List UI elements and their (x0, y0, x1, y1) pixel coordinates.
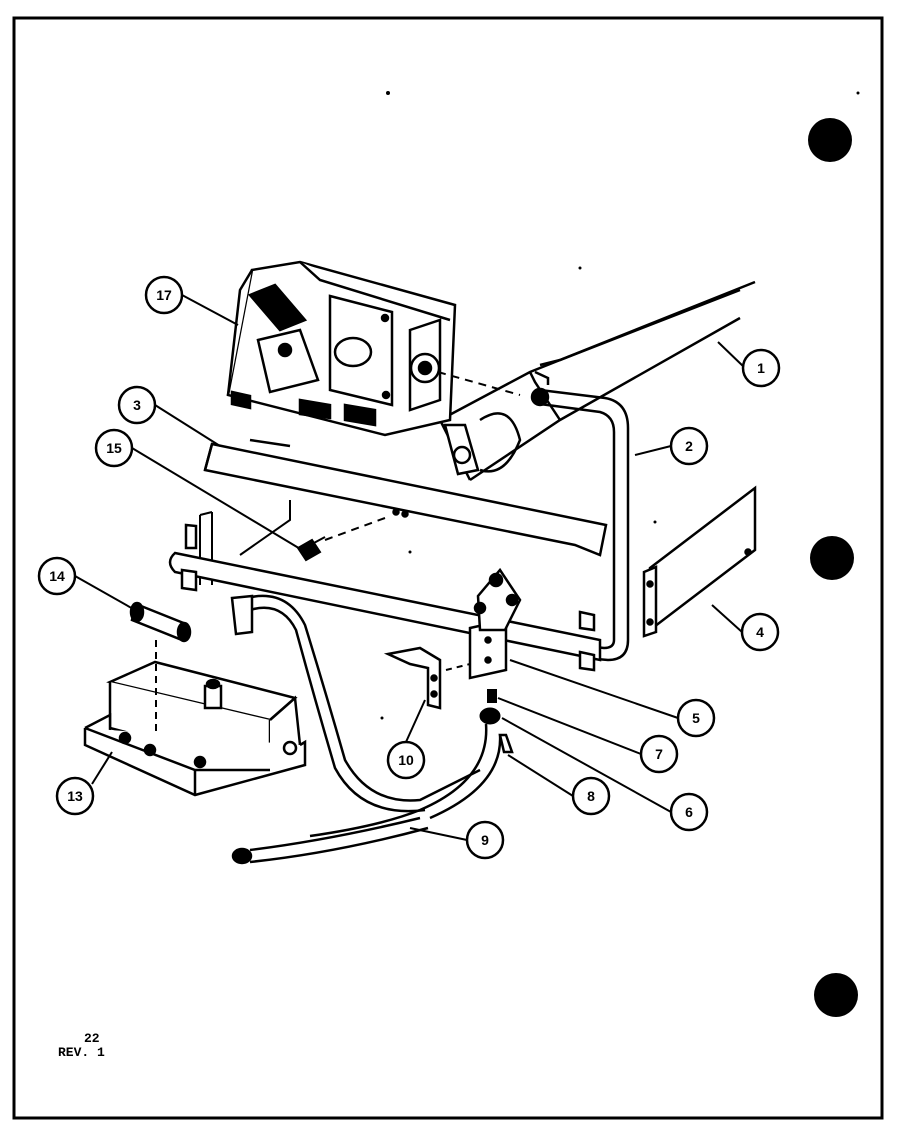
page-number: 22 (84, 1031, 100, 1046)
ink-dot (856, 91, 860, 95)
callout-label-10: 10 (398, 752, 414, 768)
callout-label-2: 2 (685, 438, 693, 454)
callout-8: 8 (571, 776, 611, 816)
leader-line-14 (74, 575, 136, 611)
callout-label-17: 17 (156, 287, 172, 303)
gas-valve-part (226, 260, 457, 437)
leader-line-15 (131, 447, 303, 551)
callout-17: 17 (144, 275, 184, 315)
binder-hole-top (808, 118, 852, 162)
leader-line-2 (634, 445, 672, 456)
manifold-pipe-part (530, 387, 630, 662)
callout-2: 2 (669, 426, 709, 466)
leader-line-9 (409, 827, 468, 841)
revision-label: REV. 1 (58, 1045, 105, 1060)
callout-label-14: 14 (49, 568, 65, 584)
leader-lines (74, 294, 746, 841)
ink-dot (386, 91, 390, 95)
assembly-guide-valve (437, 371, 521, 396)
callout-3: 3 (117, 385, 157, 425)
heat-shield-part (203, 438, 608, 557)
pilot-tubing-part (230, 594, 481, 865)
fitting-nut-part (479, 707, 501, 725)
ink-dot (408, 550, 412, 554)
callout-5: 5 (676, 698, 716, 738)
leader-line-4 (711, 604, 743, 633)
callout-label-5: 5 (692, 710, 700, 726)
leader-line-5 (509, 659, 679, 719)
leader-line-3 (154, 404, 221, 447)
callout-label-4: 4 (756, 624, 764, 640)
binder-hole-middle (810, 536, 854, 580)
callout-14: 14 (37, 556, 77, 596)
callout-label-6: 6 (685, 804, 693, 820)
callout-13: 13 (55, 776, 95, 816)
pilot-orifice-part (487, 689, 497, 703)
pilot-assembly-part (468, 567, 522, 680)
leader-line-17 (181, 294, 239, 326)
assembly-guide-orifice (324, 517, 386, 541)
ink-dot (653, 520, 657, 524)
callout-label-7: 7 (655, 746, 663, 762)
callout-label-3: 3 (133, 397, 141, 413)
callout-7: 7 (639, 734, 679, 774)
callout-4: 4 (740, 612, 780, 652)
callout-6: 6 (669, 792, 709, 832)
binder-hole-bottom (814, 973, 858, 1017)
leader-line-6 (501, 717, 672, 813)
orifice-part (296, 536, 326, 562)
callout-label-13: 13 (67, 788, 83, 804)
ink-dot (380, 716, 384, 720)
callout-label-8: 8 (587, 788, 595, 804)
callout-1: 1 (741, 348, 781, 388)
callout-label-15: 15 (106, 440, 122, 456)
page-border (12, 16, 884, 1120)
callout-15: 15 (94, 428, 134, 468)
leader-line-7 (497, 697, 642, 755)
callout-9: 9 (465, 820, 505, 860)
burner-part (438, 280, 756, 482)
leader-line-8 (507, 754, 574, 797)
page-footer: 22 REV. 1 (58, 1032, 105, 1060)
callout-label-9: 9 (481, 832, 489, 848)
callout-label-1: 1 (757, 360, 765, 376)
leader-line-13 (91, 751, 113, 785)
ink-dot (578, 266, 582, 270)
pilot-bracket-part (383, 646, 442, 710)
leader-line-10 (405, 699, 426, 743)
fuse-part (129, 601, 192, 643)
side-panel-part (642, 485, 757, 638)
ignition-module-part (83, 660, 307, 797)
leader-line-1 (717, 341, 746, 369)
callout-10: 10 (386, 740, 426, 780)
assembly-guide-bracket (445, 663, 471, 671)
